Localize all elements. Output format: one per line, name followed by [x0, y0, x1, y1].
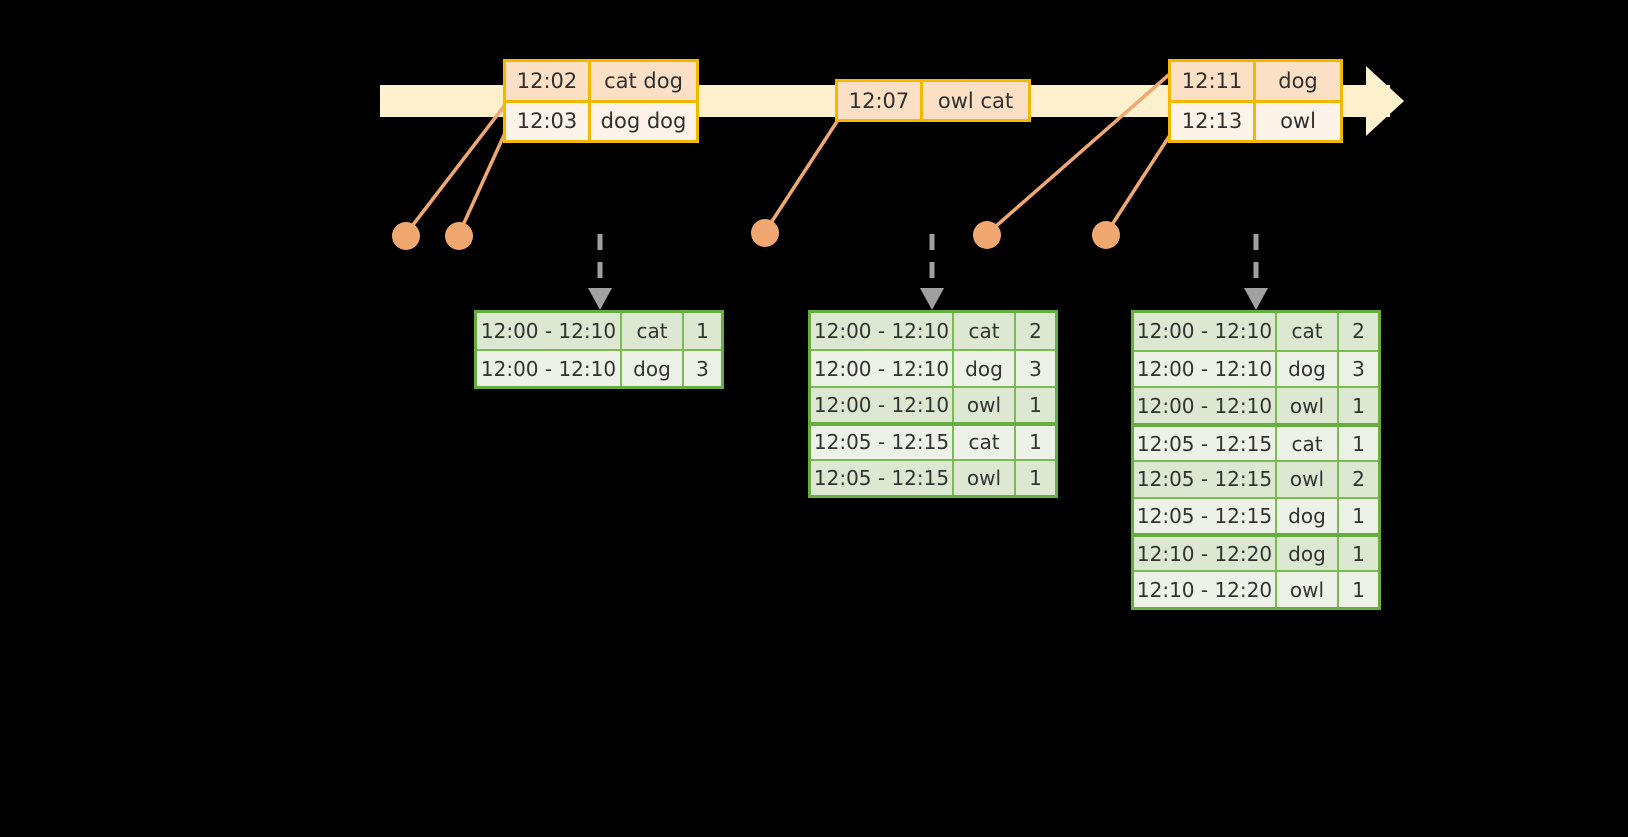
cell-window: 12:00 - 12:10 [811, 313, 954, 350]
event-row[interactable]: 12:02 cat dog [506, 62, 696, 100]
timeline-arrowhead [1366, 66, 1404, 136]
cell-count: 1 [1016, 460, 1055, 496]
cell-window: 12:00 - 12:10 [477, 313, 622, 350]
connector-line-5 [1104, 130, 1174, 236]
event-group-1[interactable]: 12:02 cat dog 12:03 dog dog [503, 59, 699, 143]
cell-key: owl [954, 387, 1016, 423]
event-time: 12:07 [838, 82, 923, 119]
cell-count: 3 [1339, 351, 1378, 387]
cell-window: 12:05 - 12:15 [811, 426, 954, 459]
event-text: dog [1256, 62, 1340, 100]
event-row[interactable]: 12:13 owl [1171, 99, 1340, 140]
event-group-2[interactable]: 12:07 owl cat [835, 79, 1031, 122]
cell-count: 1 [1016, 387, 1055, 423]
cell-count: 2 [1339, 461, 1378, 497]
cell-count: 3 [1016, 351, 1055, 386]
cell-count: 1 [1339, 498, 1378, 534]
cell-window: 12:00 - 12:10 [477, 351, 622, 386]
cell-count: 1 [684, 313, 721, 350]
cell-count: 1 [1339, 388, 1378, 424]
cell-count: 2 [1339, 313, 1378, 350]
cell-count: 3 [684, 351, 721, 386]
stream-marker-2[interactable] [445, 222, 473, 250]
cell-key: owl [1277, 388, 1339, 424]
stream-marker-5[interactable] [1092, 221, 1120, 249]
cell-window: 12:10 - 12:20 [1134, 537, 1277, 571]
event-time: 12:03 [506, 102, 591, 140]
cell-key: dog [1277, 351, 1339, 387]
connector-line-3 [763, 118, 840, 234]
cell-key: cat [954, 426, 1016, 459]
cell-key: owl [954, 460, 1016, 496]
cell-window: 12:00 - 12:10 [811, 351, 954, 386]
cell-key: dog [1277, 537, 1339, 571]
emit-arrowhead-3 [1244, 288, 1268, 310]
stream-marker-1[interactable] [392, 222, 420, 250]
cell-window: 12:05 - 12:15 [1134, 427, 1277, 460]
event-row[interactable]: 12:11 dog [1171, 62, 1340, 100]
event-row[interactable]: 12:07 owl cat [838, 82, 1028, 119]
cell-count: 1 [1339, 537, 1378, 571]
cell-window: 12:00 - 12:10 [811, 387, 954, 423]
cell-count: 1 [1339, 572, 1378, 608]
stream-marker-4[interactable] [973, 221, 1001, 249]
event-time: 12:02 [506, 62, 591, 100]
cell-key: cat [1277, 427, 1339, 460]
event-time: 12:13 [1171, 102, 1256, 140]
cell-key: dog [954, 351, 1016, 386]
emit-arrowhead-1 [588, 288, 612, 310]
cell-window: 12:05 - 12:15 [1134, 461, 1277, 497]
cell-window: 12:00 - 12:10 [1134, 313, 1277, 350]
cell-window: 12:00 - 12:10 [1134, 351, 1277, 387]
event-group-3[interactable]: 12:11 dog 12:13 owl [1168, 59, 1343, 143]
cell-count: 1 [1016, 426, 1055, 459]
cell-window: 12:05 - 12:15 [1134, 498, 1277, 534]
connector-line-2 [457, 131, 507, 236]
cell-key: cat [622, 313, 684, 350]
cell-window: 12:05 - 12:15 [811, 460, 954, 496]
connector-line-1 [404, 99, 510, 236]
event-text: owl cat [923, 82, 1028, 119]
stream-marker-3[interactable] [751, 219, 779, 247]
cell-key: dog [1277, 498, 1339, 534]
cell-key: cat [954, 313, 1016, 350]
cell-window: 12:00 - 12:10 [1134, 388, 1277, 424]
cell-key: cat [1277, 313, 1339, 350]
cell-window: 12:10 - 12:20 [1134, 572, 1277, 608]
event-text: owl [1256, 102, 1340, 140]
emit-arrowhead-2 [920, 288, 944, 310]
cell-key: dog [622, 351, 684, 386]
cell-count: 2 [1016, 313, 1055, 350]
cell-key: owl [1277, 572, 1339, 608]
event-row[interactable]: 12:03 dog dog [506, 99, 696, 140]
cell-count: 1 [1339, 427, 1378, 460]
event-text: dog dog [591, 102, 696, 140]
event-time: 12:11 [1171, 62, 1256, 100]
cell-key: owl [1277, 461, 1339, 497]
event-text: cat dog [591, 62, 696, 100]
